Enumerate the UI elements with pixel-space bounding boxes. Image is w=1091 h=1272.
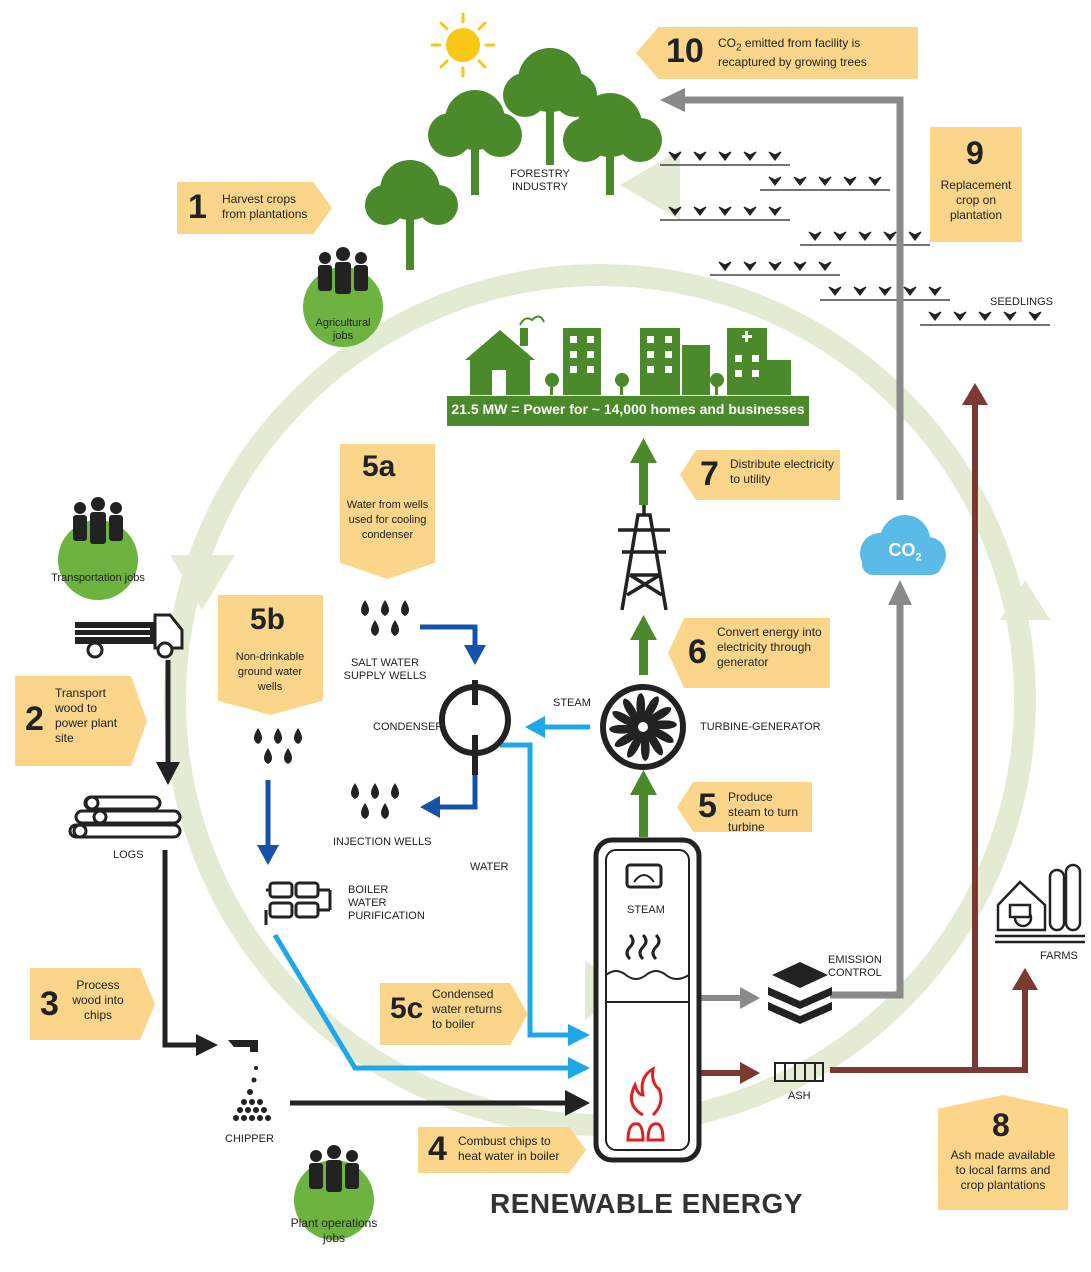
plant-jobs-label: Plant operations jobs [290, 1216, 378, 1245]
step-10-callout [636, 27, 918, 79]
flame-icon [626, 1066, 665, 1142]
step-5-text: Produce steam to turn turbine [728, 790, 799, 834]
seedlings-label: SEEDLINGS [990, 296, 1053, 308]
co2-main: CO [888, 540, 916, 560]
ash-arrows [700, 400, 1028, 1076]
logs-icon [68, 795, 182, 839]
co2-cloud-label: CO2 [870, 540, 940, 564]
step-3-text: Process wood into chips [72, 978, 124, 1022]
step-9-number: 9 [966, 135, 984, 171]
truck-icon [75, 613, 184, 659]
cycle-arrowhead-left [170, 555, 235, 610]
step-10-sub: 2 [736, 42, 742, 54]
power-banner-bg [447, 396, 809, 426]
step-8-callout [938, 1095, 1068, 1210]
steam-arrow-label: STEAM [553, 697, 591, 709]
farm-icon [995, 863, 1085, 944]
step-4-callout [418, 1127, 586, 1173]
seedling-icon [660, 151, 1050, 326]
energy-arrows [630, 438, 657, 837]
step-1-callout [177, 182, 332, 234]
step-7-callout [680, 450, 840, 500]
step-5b-number: 5b [250, 603, 286, 636]
process-water-lines [272, 724, 590, 1071]
emission-label: EMISSION CONTROL [828, 954, 882, 979]
injection-label: INJECTION WELLS [333, 836, 432, 848]
purification-icon [264, 881, 332, 925]
power-banner-text: 21.5 MW = Power for ~ 14,000 homes and b… [451, 401, 805, 417]
hospital-icon [727, 328, 791, 395]
transportation-jobs-label: Transportation jobs [51, 572, 145, 584]
forestry-label: FORESTRY INDUSTRY [510, 168, 570, 193]
agricultural-jobs-label: Agricultural jobs [315, 317, 371, 342]
step-10-text: CO2 emitted from facility is recaptured … [718, 36, 908, 70]
cycle-arrowhead-right [1000, 580, 1050, 620]
step-10-rest-text: emitted from facility is recaptured by g… [718, 36, 867, 70]
boiler-water-label: BOILER WATER PURIFICATION [348, 884, 425, 922]
step-10-number: 10 [666, 32, 704, 70]
step-10-co-text: CO [718, 36, 736, 50]
step-9-text: Replacement crop on plantation [940, 178, 1012, 222]
cycle-arrowhead-top [620, 150, 680, 220]
step-5c-callout [380, 983, 528, 1045]
step-5-number: 5 [698, 787, 717, 825]
salt-water-label: SALT WATER SUPPLY WELLS [343, 657, 427, 682]
step-2-text: Transport wood to power plant site [55, 686, 118, 745]
step-5a-callout [340, 444, 435, 579]
step-3-number: 3 [40, 985, 59, 1023]
co2-return-arrow [680, 96, 904, 500]
step-5c-text: Condensed water returns to boiler [432, 987, 503, 1031]
building-icon [563, 328, 710, 395]
step-5a-text: Water from wells used for cooling conden… [346, 499, 429, 541]
house-icon [465, 328, 535, 395]
step-5-callout [677, 782, 812, 832]
water-label: WATER [470, 861, 509, 873]
process-arrows [162, 660, 570, 1106]
diagram-title: RENEWABLE ENERGY [490, 1188, 803, 1219]
step-3-callout [30, 968, 155, 1040]
step-1-number: 1 [188, 188, 207, 226]
step-5a-number: 5a [362, 450, 396, 483]
step-1-text: Harvest crops from plantations [222, 192, 308, 221]
farms-label: FARMS [1040, 950, 1078, 962]
step-7-number: 7 [700, 455, 719, 493]
tower-icon [618, 505, 670, 611]
co2-sub: 2 [915, 551, 922, 564]
well-water-lines [265, 624, 478, 850]
step-6-callout [668, 618, 830, 688]
sun-icon [430, 12, 496, 78]
step-5c-number: 5c [390, 992, 424, 1025]
step-2-callout [15, 676, 147, 766]
emission-icon [768, 962, 832, 1024]
ash-icon [774, 1062, 824, 1082]
boiler-steam-label: STEAM [627, 904, 665, 916]
city-skyline [465, 328, 791, 395]
step-8-number: 8 [992, 1107, 1010, 1143]
step-6-text: Convert energy into electricity through … [717, 625, 822, 669]
step-5b-callout [218, 595, 323, 715]
people-icon [73, 247, 368, 1192]
chipper-icon [228, 1040, 271, 1121]
step-7-text: Distribute electricity to utility [730, 457, 835, 486]
chipper-label: CHIPPER [225, 1133, 274, 1145]
step-8-text: Ash made available to local farms and cr… [950, 1148, 1056, 1192]
water-drops-icon [254, 600, 409, 819]
step-2-number: 2 [25, 700, 44, 738]
step-6-number: 6 [688, 633, 707, 671]
turbine-label: TURBINE-GENERATOR [700, 721, 821, 733]
ash-label: ASH [788, 1090, 811, 1102]
condenser-icon [439, 680, 511, 775]
turbine-icon [600, 684, 686, 770]
co2-cloud-icon [860, 515, 946, 575]
step-4-number: 4 [428, 1130, 447, 1168]
step-9-callout [930, 127, 1022, 242]
step-5b-text: Non-drinkable ground water wells [235, 651, 305, 693]
logs-label: LOGS [113, 849, 144, 861]
condenser-label: CONDENSER [373, 721, 444, 733]
tree-icon [365, 48, 662, 270]
boiler-icon [593, 837, 702, 1163]
step-4-text: Combust chips to heat water in boiler [458, 1134, 560, 1163]
